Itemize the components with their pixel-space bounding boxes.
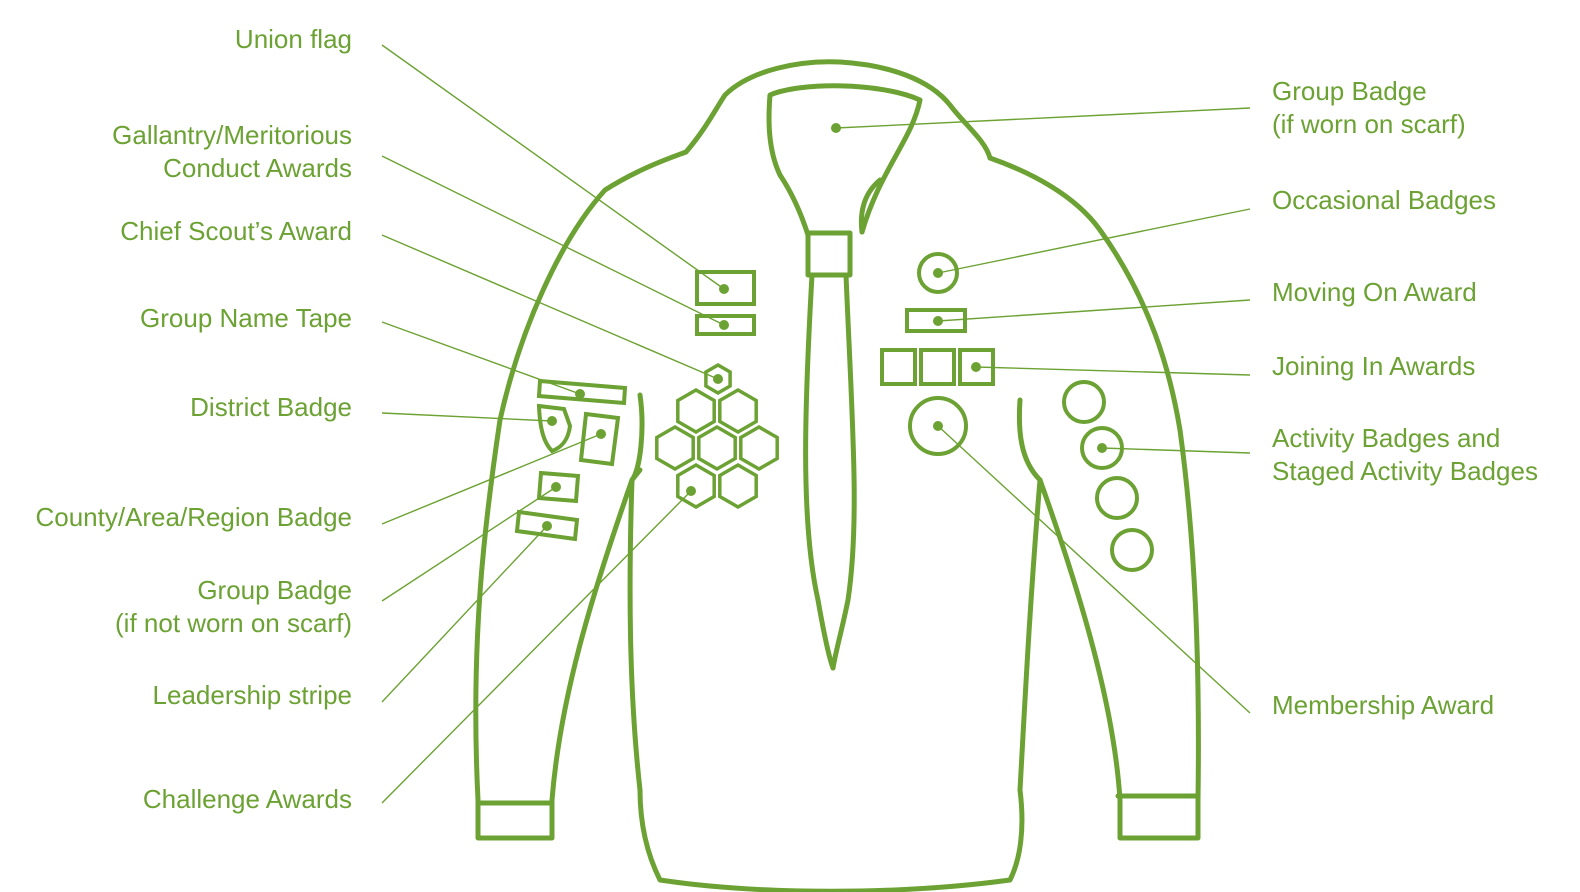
leadership-stripe-shape <box>514 509 580 542</box>
leader-membership <box>937 425 1251 714</box>
label-union-flag: Union flag <box>234 24 352 54</box>
challenge-award-hexagon <box>697 424 737 472</box>
dot-joining-in <box>971 362 981 372</box>
dot-county <box>596 429 606 439</box>
dot-gallantry <box>719 320 729 330</box>
label-leadership-stripe: Leadership stripe <box>152 680 352 710</box>
leader-occasional <box>937 208 1251 274</box>
label-chief-scouts-award: Chief Scout’s Award <box>120 216 352 246</box>
challenge-award-hexagon <box>718 462 758 510</box>
leader-group-badge-sleeve <box>381 486 557 602</box>
leader-union-flag <box>381 44 725 290</box>
dot-group-name-tape <box>575 389 585 399</box>
label-activity-badges: Activity Badges and Staged Activity Badg… <box>1272 423 1538 486</box>
label-group-badge-scarf: Group Badge (if worn on scarf) <box>1272 76 1466 139</box>
leader-group-name-tape <box>381 321 581 395</box>
label-moving-on-award: Moving On Award <box>1272 277 1477 307</box>
group-badge-sleeve-shape <box>536 470 581 504</box>
leader-challenge-awards <box>381 490 692 804</box>
chief-scout-award-hexagon <box>704 362 732 396</box>
dot-leadership <box>542 521 552 531</box>
leader-county-badge <box>381 433 602 525</box>
anchor-dots <box>542 123 1107 531</box>
dot-moving-on <box>933 316 943 326</box>
union-flag-badge <box>695 270 756 306</box>
label-group-badge-not-scarf: Group Badge (if not worn on scarf) <box>115 575 352 638</box>
activity-badge-3 <box>1095 476 1139 520</box>
dot-union-flag <box>719 284 729 294</box>
challenge-award-hexagons <box>655 362 779 510</box>
label-joining-in-awards: Joining In Awards <box>1272 351 1476 381</box>
label-county-badge: County/Area/Region Badge <box>35 502 352 532</box>
group-name-tape-badge <box>536 378 628 406</box>
label-challenge-awards: Challenge Awards <box>142 784 352 814</box>
shirt-outline <box>473 59 1201 892</box>
joining-in-badge-1 <box>880 348 917 386</box>
leader-activity <box>1101 447 1251 454</box>
leader-group-badge-scarf <box>835 107 1251 129</box>
activity-badge-1 <box>1062 380 1106 424</box>
leader-chief-scout <box>381 234 719 380</box>
membership-award-badge <box>908 396 968 456</box>
label-membership-award: Membership Award <box>1272 690 1495 720</box>
county-badge-shape <box>578 411 621 467</box>
challenge-award-hexagon <box>676 387 716 435</box>
challenge-award-hexagon <box>739 424 779 472</box>
dot-membership <box>933 421 943 431</box>
dot-activity <box>1097 443 1107 453</box>
leader-lines <box>381 44 1251 804</box>
label-district-badge: District Badge <box>190 392 352 422</box>
district-badge-shape <box>536 403 573 454</box>
label-group-name-tape: Group Name Tape <box>140 303 352 333</box>
dot-group-badge-scarf <box>831 123 841 133</box>
leader-moving-on <box>937 299 1251 322</box>
leader-leadership-stripe <box>381 525 548 703</box>
dot-group-badge-sleeve <box>551 482 561 492</box>
label-occasional-badges: Occasional Badges <box>1272 185 1497 215</box>
moving-on-badge <box>905 308 967 333</box>
leader-joining-in <box>975 366 1251 376</box>
gallantry-badge <box>695 314 756 336</box>
badge-outlines <box>514 252 1154 572</box>
occasional-badge <box>917 252 959 294</box>
leader-gallantry <box>381 155 725 326</box>
challenge-award-hexagon <box>655 424 695 472</box>
challenge-award-hexagon <box>676 462 716 510</box>
dot-occasional <box>933 268 943 278</box>
challenge-award-hexagon <box>718 387 758 435</box>
dot-chief-scout <box>713 374 723 384</box>
dot-challenge <box>686 486 696 496</box>
joining-in-badge-2 <box>919 348 956 386</box>
label-gallantry-awards: Gallantry/Meritorious Conduct Awards <box>112 120 352 183</box>
activity-badge-4 <box>1110 528 1154 572</box>
leader-district-badge <box>381 412 553 422</box>
dot-district <box>547 416 557 426</box>
